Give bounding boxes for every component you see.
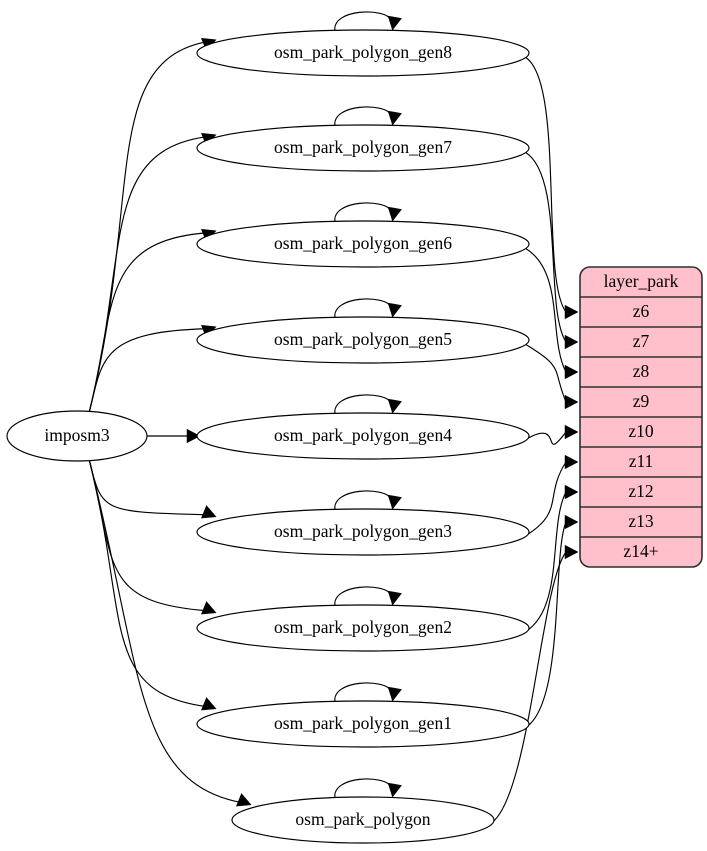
- edge-gen2-to-z12: [524, 491, 567, 633]
- edge-imposm3-to-gen3: [88, 458, 208, 516]
- edge-arrow-gen5-to-z9: [564, 394, 579, 410]
- self-loop-arrow-gen6: [387, 206, 402, 222]
- self-loop-gen4: [334, 394, 392, 415]
- node-label-gen5: osm_park_polygon_gen5: [274, 329, 452, 349]
- self-loop-gen6: [334, 202, 392, 223]
- self-loop-gen5: [334, 298, 392, 319]
- table-row-z10[interactable]: z10: [628, 421, 654, 441]
- node-base[interactable]: osm_park_polygon: [231, 796, 495, 844]
- edge-gen8-to-z6: [524, 56, 567, 313]
- table-row-z12[interactable]: z12: [628, 481, 653, 501]
- edge-gen7-to-z7: [524, 151, 567, 343]
- self-loop-gen7: [334, 106, 392, 127]
- node-ellipse-imposm3: [6, 410, 148, 462]
- self-loop-arrow-gen4: [387, 398, 402, 414]
- node-label-gen4: osm_park_polygon_gen4: [274, 425, 452, 445]
- self-loop-arrow-gen3: [387, 494, 402, 510]
- edge-arrow-imposm3-to-gen4: [186, 428, 201, 444]
- edge-imposm3-to-gen8: [88, 41, 208, 414]
- node-label-gen3: osm_park_polygon_gen3: [274, 521, 452, 541]
- table-row-z11[interactable]: z11: [629, 451, 654, 471]
- edges-layer: [88, 11, 579, 825]
- self-loop-gen8: [334, 11, 392, 32]
- table-row-z7[interactable]: z7: [633, 331, 650, 351]
- edge-arrow-gen6-to-z8: [564, 364, 579, 380]
- node-ellipse-gen2: [196, 604, 530, 652]
- edge-arrow-gen4-to-z10: [564, 424, 579, 440]
- node-label-gen1: osm_park_polygon_gen1: [274, 713, 452, 733]
- edge-imposm3-to-gen6: [88, 232, 208, 414]
- node-label-gen7: osm_park_polygon_gen7: [274, 137, 452, 157]
- edge-arrow-imposm3-to-base: [236, 793, 252, 807]
- edge-arrow-imposm3-to-gen3: [201, 505, 217, 519]
- self-loop-gen2: [334, 586, 392, 607]
- node-ellipse-base: [231, 796, 495, 844]
- table-row-z14+[interactable]: z14+: [623, 541, 658, 561]
- edge-imposm3-to-gen7: [88, 136, 208, 414]
- edge-arrow-gen7-to-z7: [564, 334, 579, 350]
- edge-gen6-to-z8: [524, 247, 567, 373]
- edge-imposm3-to-gen5: [88, 328, 208, 414]
- node-ellipse-gen7: [196, 124, 530, 172]
- edge-arrow-gen3-to-z11: [564, 454, 579, 470]
- node-ellipse-gen6: [196, 220, 530, 268]
- table-row-z9[interactable]: z9: [633, 391, 650, 411]
- node-label-base: osm_park_polygon: [295, 809, 430, 829]
- table-row-z8[interactable]: z8: [633, 361, 650, 381]
- edge-gen1-to-z13: [524, 521, 567, 729]
- edge-arrow-imposm3-to-gen1: [201, 697, 217, 711]
- edge-base-to-z14+: [489, 551, 567, 825]
- node-label-gen6: osm_park_polygon_gen6: [274, 233, 452, 253]
- node-gen5[interactable]: osm_park_polygon_gen5: [196, 316, 530, 364]
- node-gen2[interactable]: osm_park_polygon_gen2: [196, 604, 530, 652]
- node-gen8[interactable]: osm_park_polygon_gen8: [196, 29, 530, 77]
- edge-arrow-gen2-to-z12: [564, 484, 579, 500]
- edge-imposm3-to-gen1: [88, 458, 208, 708]
- table-row-z6[interactable]: z6: [633, 301, 650, 321]
- node-label-gen8: osm_park_polygon_gen8: [274, 42, 452, 62]
- edge-arrow-gen1-to-z13: [564, 514, 579, 530]
- edge-arrow-base-to-z14+: [564, 544, 579, 560]
- node-ellipse-gen3: [196, 508, 530, 556]
- edge-imposm3-to-base: [88, 458, 243, 804]
- self-loop-gen1: [334, 682, 392, 703]
- node-ellipse-gen5: [196, 316, 530, 364]
- node-imposm3[interactable]: imposm3: [6, 410, 148, 462]
- self-loop-arrow-gen7: [387, 110, 402, 126]
- table-row-z13[interactable]: z13: [628, 511, 654, 531]
- node-gen3[interactable]: osm_park_polygon_gen3: [196, 508, 530, 556]
- node-gen7[interactable]: osm_park_polygon_gen7: [196, 124, 530, 172]
- nodes-layer: osm_park_polygon_gen8 osm_park_polygon_ge…: [6, 29, 530, 844]
- node-gen6[interactable]: osm_park_polygon_gen6: [196, 220, 530, 268]
- edge-gen4-to-z10: [524, 431, 567, 445]
- self-loop-arrow-gen5: [387, 302, 402, 318]
- node-gen4[interactable]: osm_park_polygon_gen4: [196, 412, 530, 460]
- self-loop-arrow-gen1: [387, 686, 402, 702]
- node-ellipse-gen8: [196, 29, 530, 77]
- node-gen1[interactable]: osm_park_polygon_gen1: [196, 700, 530, 748]
- node-ellipse-gen4: [196, 412, 530, 460]
- layer-park-table: layer_park z6 z7 z8 z9 z10 z11 z12 z13 z14+: [579, 266, 703, 568]
- self-loop-gen3: [334, 490, 392, 511]
- node-label-imposm3: imposm3: [44, 425, 109, 445]
- edge-arrow-gen8-to-z6: [564, 304, 579, 320]
- self-loop-arrow-gen8: [387, 15, 402, 31]
- self-loop-arrow-base: [387, 782, 402, 798]
- edge-arrow-imposm3-to-gen2: [201, 601, 217, 615]
- self-loop-arrow-gen2: [387, 590, 402, 606]
- layer-park-header: layer_park: [604, 271, 679, 291]
- edge-gen3-to-z11: [524, 461, 567, 537]
- node-label-gen2: osm_park_polygon_gen2: [274, 617, 452, 637]
- node-ellipse-gen1: [196, 700, 530, 748]
- edge-gen5-to-z9: [524, 343, 567, 403]
- self-loop-base: [334, 778, 392, 799]
